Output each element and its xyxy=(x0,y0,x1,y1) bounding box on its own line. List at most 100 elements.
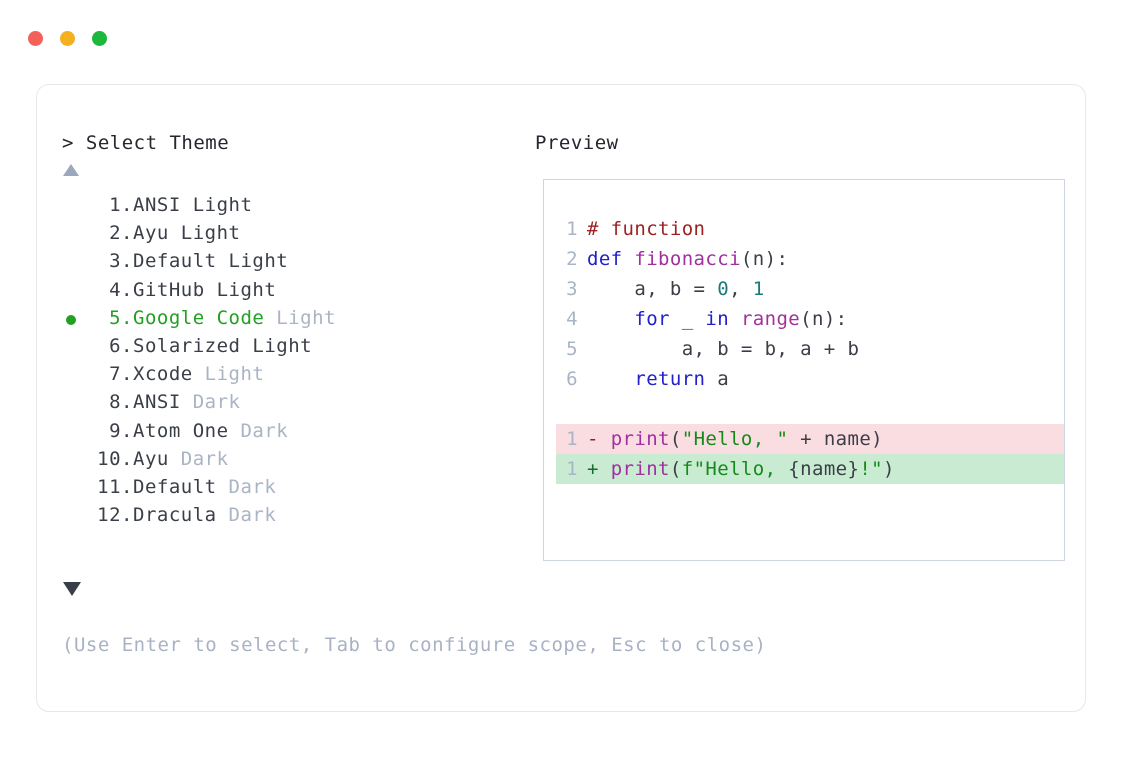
theme-item-number: 6. xyxy=(109,334,133,357)
code-line-number: 4 xyxy=(566,308,578,330)
selection-bullet-icon xyxy=(66,314,76,325)
code-line: 1 # function xyxy=(556,214,1064,244)
code-token: for xyxy=(634,308,670,330)
code-token: a, b = b, a + b xyxy=(587,338,860,360)
diff-marker: - xyxy=(587,428,611,450)
theme-item-variant: Dark xyxy=(192,391,241,414)
minimize-dot[interactable] xyxy=(60,31,75,46)
theme-item-variant: Dark xyxy=(240,419,289,442)
theme-item-name: ANSI Light xyxy=(133,194,253,216)
theme-item-name: Ayu Light xyxy=(133,222,241,245)
theme-list-item[interactable]: 9.Atom One Dark xyxy=(62,417,532,445)
code-token: print xyxy=(610,428,670,450)
theme-item-number: 9. xyxy=(109,419,133,442)
code-token: 0 xyxy=(717,278,730,300)
code-token: f"Hello, xyxy=(681,458,789,480)
code-token: ) xyxy=(883,458,895,480)
diff-removed-line: 1- print("Hello, " + name) xyxy=(556,424,1064,454)
theme-item-number: 11. xyxy=(97,475,133,498)
theme-item-number: 2. xyxy=(109,222,133,245)
triangle-up-icon[interactable] xyxy=(63,164,79,176)
code-line-number: 1 xyxy=(566,458,578,480)
help-hint: (Use Enter to select, Tab to configure s… xyxy=(62,634,767,656)
code-line-number: 6 xyxy=(566,368,578,390)
code-token: {name} xyxy=(788,458,860,480)
code-line: 6 return a xyxy=(556,364,1064,394)
diff-marker: + xyxy=(587,458,611,480)
code-line: 5 a, b = b, a + b xyxy=(556,334,1064,364)
code-token xyxy=(587,368,634,390)
theme-list-item[interactable]: 12.Dracula Dark xyxy=(62,501,532,529)
code-token xyxy=(729,308,741,330)
theme-list-item[interactable]: 7.Xcode Light xyxy=(62,360,532,388)
theme-item-name: ANSI Dark xyxy=(133,391,241,414)
theme-item-number: 8. xyxy=(109,391,133,414)
code-token: def xyxy=(587,248,635,270)
code-token: print xyxy=(610,458,670,480)
preview-label: Preview xyxy=(535,132,619,154)
theme-item-number: 7. xyxy=(109,363,133,386)
theme-list-item[interactable]: 1.ANSI Light xyxy=(62,191,532,219)
theme-list-item[interactable]: 8.ANSI Dark xyxy=(62,388,532,416)
theme-list-item[interactable]: 10.Ayu Dark xyxy=(62,445,532,473)
code-line: 4 for _ in range(n): xyxy=(556,304,1064,334)
code-line: 3 a, b = 0, 1 xyxy=(556,274,1064,304)
theme-list-item[interactable]: 4.GitHub Light xyxy=(62,276,532,304)
theme-item-name: GitHub Light xyxy=(133,278,277,301)
code-line-number: 2 xyxy=(566,248,578,270)
code-spacer xyxy=(556,394,1064,424)
theme-list-item[interactable]: 2.Ayu Light xyxy=(62,219,532,247)
code-token: return xyxy=(634,368,706,390)
theme-item-name: Atom One Dark xyxy=(133,419,289,442)
code-token: # function xyxy=(587,218,706,240)
code-token: fibonacci xyxy=(634,248,741,270)
code-line-number: 1 xyxy=(566,428,578,450)
code-token: (n): xyxy=(800,308,848,330)
code-token: 1 xyxy=(752,278,765,300)
triangle-down-icon[interactable] xyxy=(63,582,81,596)
theme-item-number: 10. xyxy=(97,447,133,470)
code-token: a, b = xyxy=(587,278,718,300)
close-dot[interactable] xyxy=(28,31,43,46)
theme-item-name: Dracula Dark xyxy=(133,504,277,527)
theme-item-variant: Light xyxy=(228,250,289,273)
code-token: range xyxy=(740,308,801,330)
maximize-dot[interactable] xyxy=(92,31,107,46)
theme-list-item[interactable]: 11.Default Dark xyxy=(62,473,532,501)
theme-item-variant: Light xyxy=(276,306,336,329)
code-line-number: 1 xyxy=(566,218,578,240)
theme-item-number: 3. xyxy=(109,250,133,273)
code-token: ( xyxy=(669,428,682,450)
theme-item-name: Ayu Dark xyxy=(133,447,229,470)
code-token: "Hello, " xyxy=(681,428,789,450)
code-line-number: 3 xyxy=(566,278,578,300)
diff-added-line: 1+ print(f"Hello, {name}!") xyxy=(556,454,1064,484)
theme-item-name: Default Dark xyxy=(133,475,277,498)
theme-list-item[interactable]: 3.Default Light xyxy=(62,247,532,275)
code-token: in xyxy=(705,308,730,330)
theme-item-name: Solarized Light xyxy=(133,334,313,357)
code-token: !" xyxy=(859,458,884,480)
code-token: _ xyxy=(669,308,706,330)
code-line-number: 5 xyxy=(566,338,578,360)
code-token: (n): xyxy=(740,248,789,270)
theme-list-item[interactable]: 5.Google Code Light xyxy=(62,304,532,332)
theme-item-variant: Light xyxy=(192,194,253,216)
code-line: 2 def fibonacci(n): xyxy=(556,244,1064,274)
theme-item-number: 12. xyxy=(97,504,133,527)
theme-item-variant: Light xyxy=(216,278,277,301)
theme-item-variant: Dark xyxy=(228,475,277,498)
page-title: > Select Theme xyxy=(62,132,230,154)
theme-item-name: Google Code Light xyxy=(133,306,336,329)
theme-item-variant: Light xyxy=(180,222,241,245)
code-token: , xyxy=(729,278,753,300)
theme-list-item[interactable]: 6.Solarized Light xyxy=(62,332,532,360)
theme-item-number: 5. xyxy=(109,306,133,329)
theme-item-variant: Light xyxy=(204,363,265,386)
